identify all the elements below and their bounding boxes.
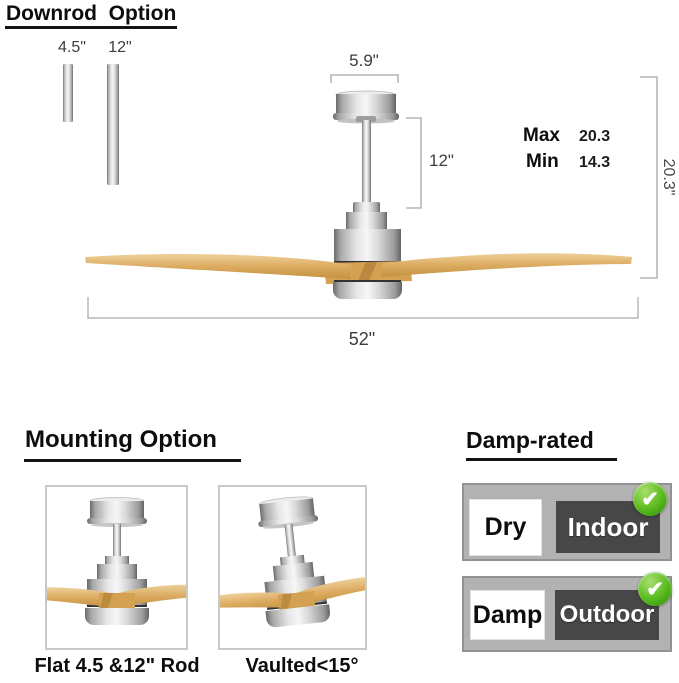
check-icon: ✔ (633, 482, 667, 516)
rod-4-5-label: 4.5" (58, 39, 86, 56)
check-icon: ✔ (638, 572, 672, 606)
mounting-vaulted-label: Vaulted<15° (245, 655, 359, 677)
outdoor-box: Outdoor (555, 590, 659, 640)
overall-height-label: 20.3" (660, 158, 677, 196)
vaulted-fan-illustration (220, 487, 365, 638)
bracket-downrod-length (406, 117, 422, 209)
bracket-overall-height (640, 76, 658, 279)
flat-fan-illustration (47, 497, 186, 626)
fan-downrod (362, 120, 371, 209)
damp-row-damp-outdoor: Damp Outdoor (462, 576, 672, 652)
mounting-flat-image (45, 485, 188, 650)
damp-box: Damp (470, 590, 545, 640)
rod-4-5-image (63, 64, 73, 122)
rod-12-image (107, 64, 119, 185)
bracket-blade-span (87, 297, 639, 319)
max-label: Max (523, 125, 560, 146)
fan-hub-seam (357, 262, 377, 283)
damp-rated-title: Damp-rated (466, 427, 594, 453)
min-value: 14.3 (579, 154, 611, 171)
mounting-option-title: Mounting Option (25, 426, 217, 453)
rod-12-label: 12" (108, 39, 132, 56)
fan-bottom-cap (333, 280, 402, 299)
fan-motor (334, 202, 401, 264)
min-label: Min (526, 151, 559, 172)
damp-title-underline (466, 458, 617, 461)
mounting-vaulted-image (218, 485, 367, 650)
fan-blade-right (381, 253, 632, 277)
max-value: 20.3 (579, 128, 611, 145)
fan-canopy (333, 90, 399, 124)
mounting-flat-label: Flat 4.5 &12" Rod (34, 655, 200, 677)
downrod-option-title: Downrod Option (6, 2, 177, 25)
blade-span-label: 52" (348, 329, 376, 349)
mounting-title-underline (24, 459, 241, 462)
fan-blade-left (85, 253, 352, 279)
canopy-width-label: 5.9" (349, 51, 379, 70)
downrod-title-underline (5, 26, 177, 29)
bracket-canopy-width (330, 74, 399, 83)
dry-box: Dry (469, 499, 542, 556)
downrod-length-label: 12" (429, 151, 454, 170)
